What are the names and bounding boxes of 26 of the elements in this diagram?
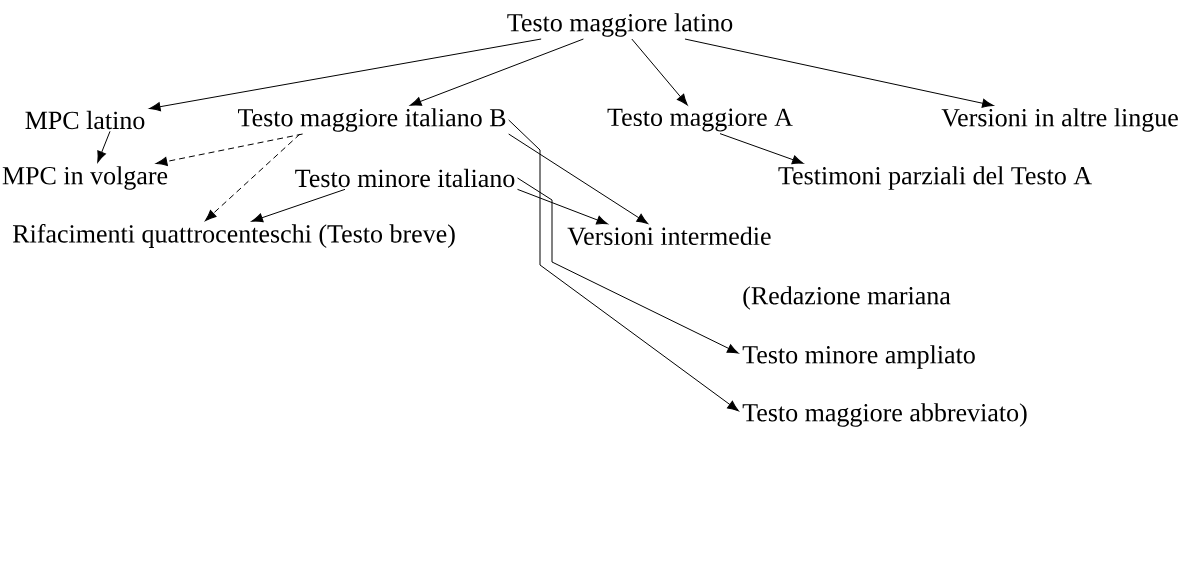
node-text: Versioni in altre lingue — [941, 108, 1178, 132]
arrow — [97, 130, 111, 163]
node-text: Testo minore italiano — [295, 168, 515, 188]
node-text: Testo minore ampliato — [742, 345, 975, 369]
node-text: Testo maggiore abbreviato) — [742, 403, 1027, 427]
node-text: Testo maggiore latino — [507, 13, 733, 37]
arrow — [205, 133, 301, 221]
node-text: Rifacimenti quattrocenteschi (Testo breve) — [12, 224, 455, 248]
node-text: MPC in volgare — [2, 166, 168, 190]
arrow — [517, 188, 608, 225]
arrow — [149, 38, 542, 112]
arrow — [409, 38, 584, 106]
node-text: MPC latino — [25, 110, 145, 130]
note-text: (Redazione mariana — [743, 286, 951, 310]
node-text: Testo maggiore italiano B — [238, 108, 506, 132]
arrow — [517, 177, 739, 354]
arrow — [508, 133, 649, 224]
node-text: Testimoni parziali del Testo A — [778, 166, 1092, 190]
arrow — [684, 38, 994, 108]
node-text: Versioni intermedie — [567, 226, 771, 246]
arrow — [508, 119, 739, 412]
arrow — [251, 188, 346, 223]
node-text: Testo maggiore A — [607, 108, 793, 132]
arrow — [155, 133, 304, 167]
arrow — [719, 133, 804, 165]
arrow — [631, 38, 688, 106]
